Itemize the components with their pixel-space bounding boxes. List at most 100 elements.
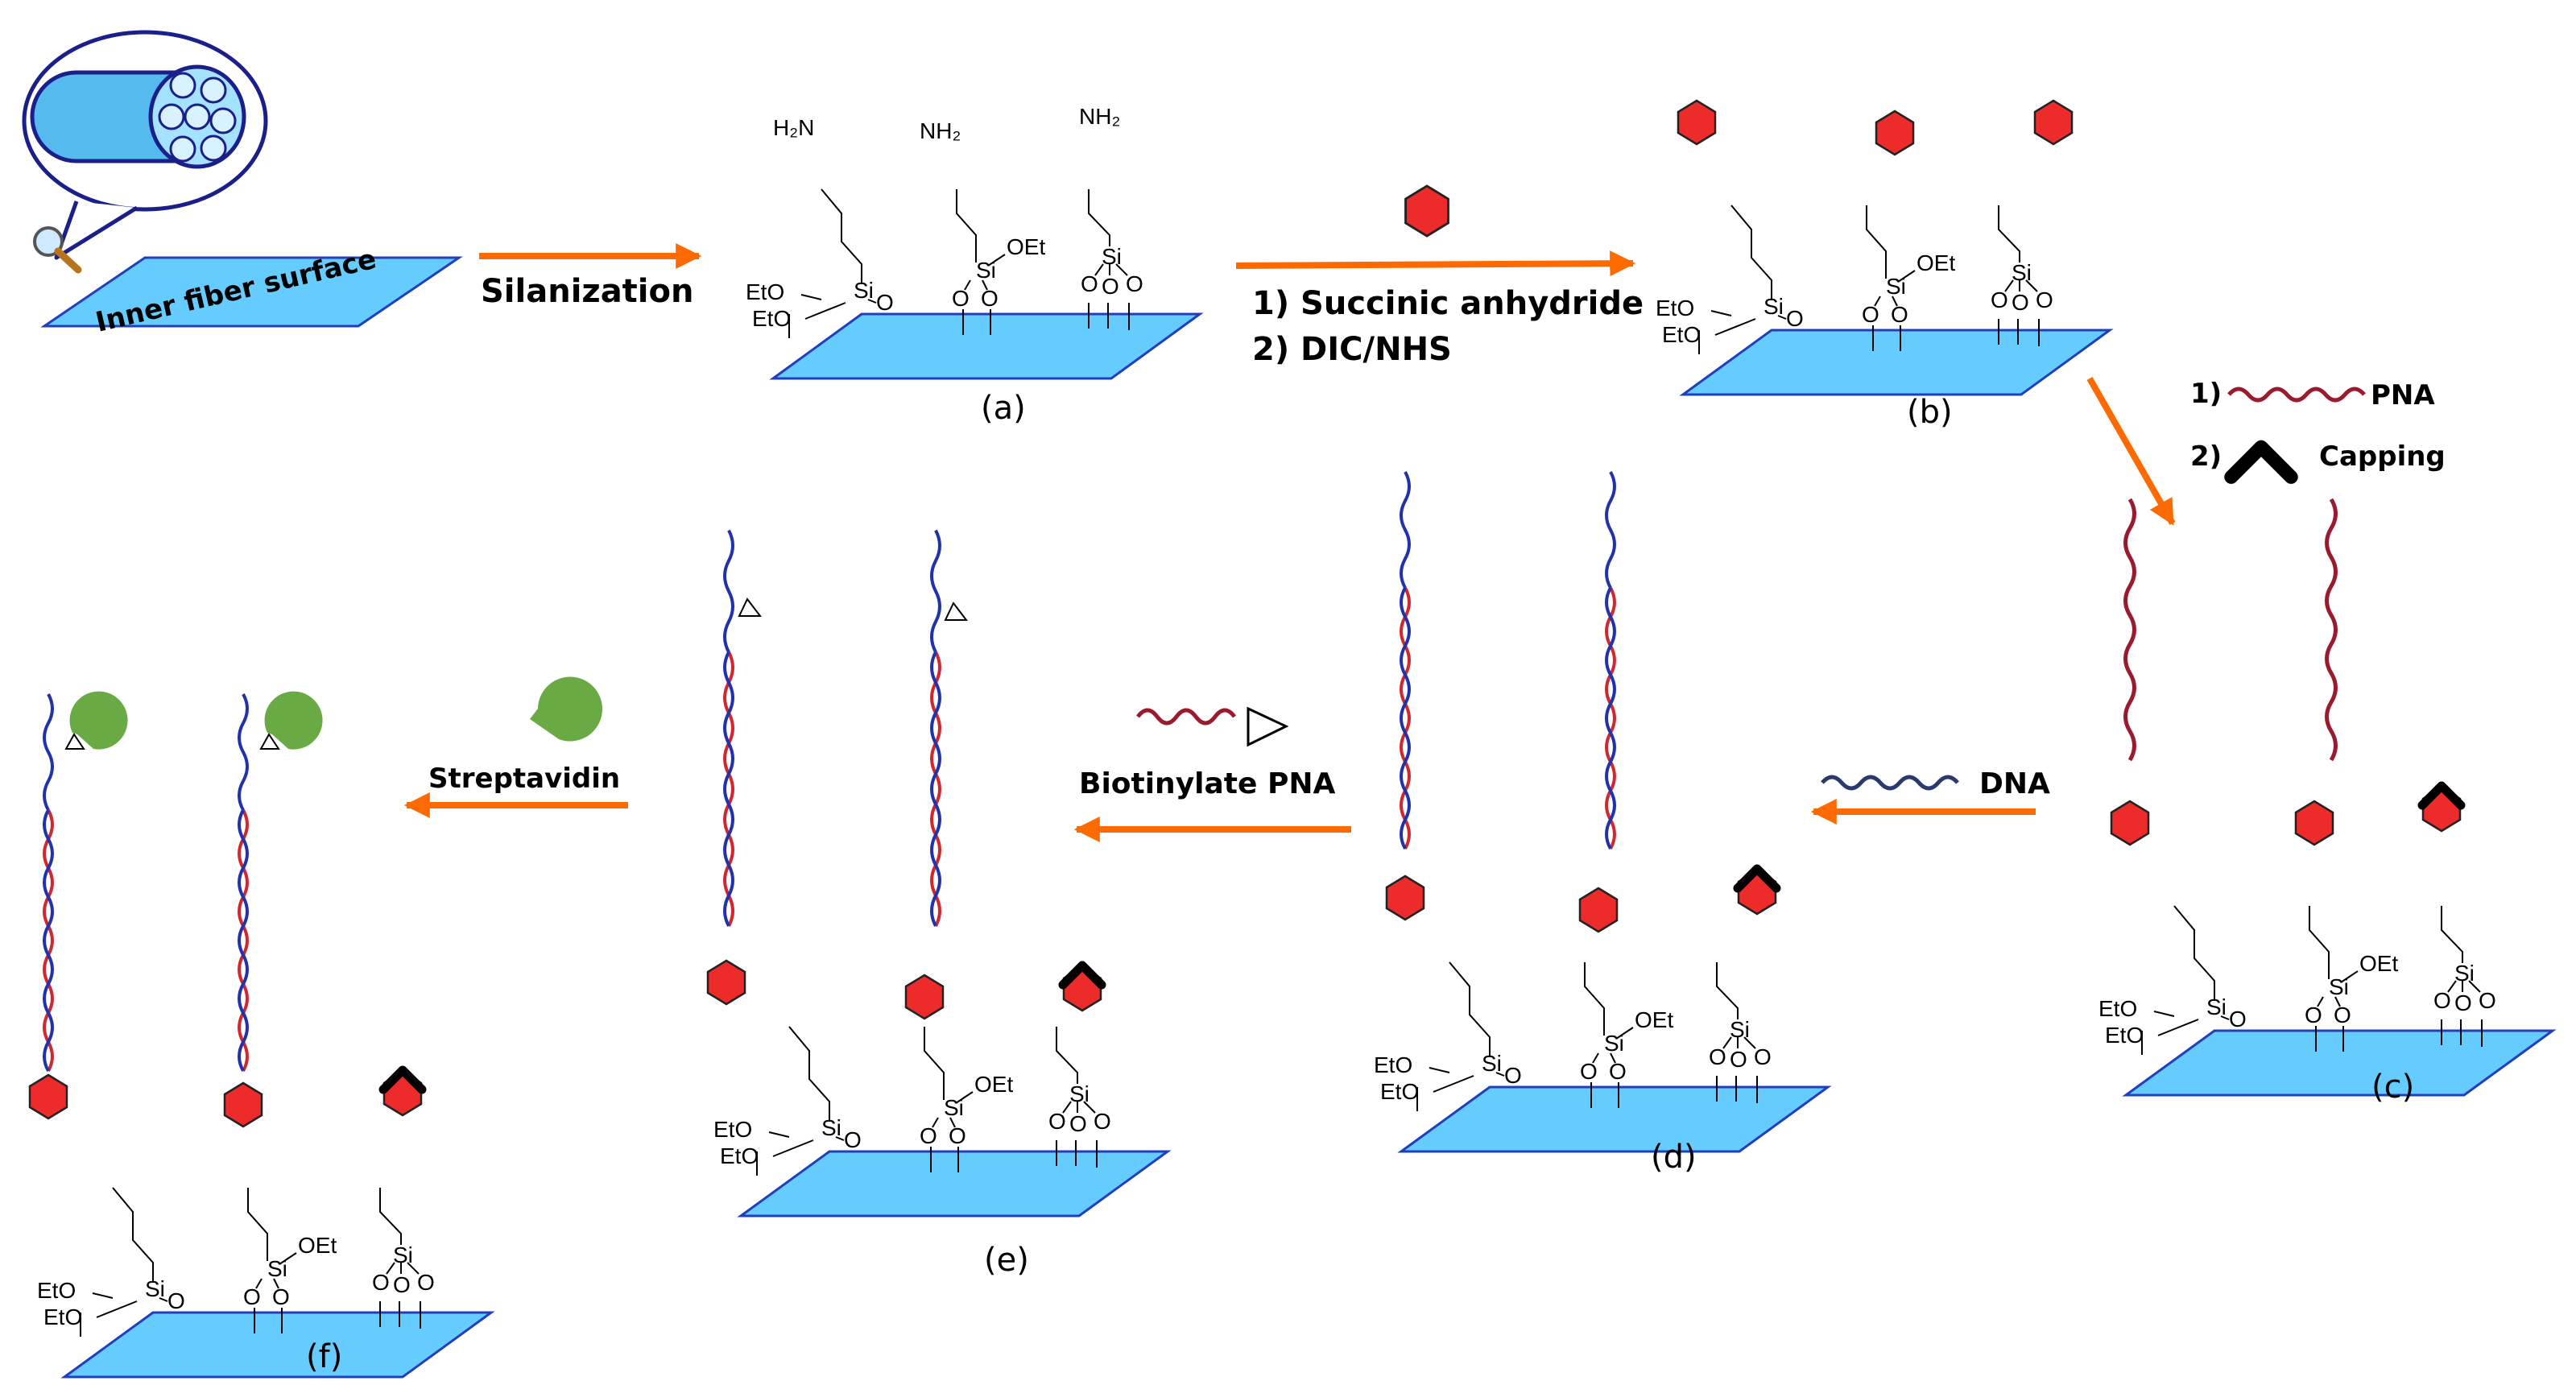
oxygen-atom: O [393, 1272, 411, 1297]
ethoxy-group: OEt [2359, 951, 2398, 976]
panel-f [43, 691, 323, 1073]
oxygen-atom: O [272, 1284, 290, 1309]
silicon-atom: Si [2329, 974, 2349, 999]
capping-chevron-icon [2231, 447, 2291, 477]
ethoxy-group: EtO [1662, 322, 1701, 347]
silicon-atom: Si [821, 1115, 841, 1140]
panel-d-surface: Si Si Si EtO EtO OEt O O O O O O [1374, 869, 1830, 1153]
panel-e-surface: Si Si Si EtO EtO OEt O O O O O O [706, 959, 1169, 1218]
oxygen-atom: O [952, 286, 970, 311]
silicon-atom: Si [2012, 260, 2032, 285]
oxygen-atom: O [1709, 1044, 1726, 1069]
oxygen-atom: O [1069, 1111, 1087, 1136]
panel-d [1400, 470, 1616, 850]
silicon-atom: Si [393, 1242, 413, 1267]
step-activation-1: 1) Succinic anhydride [1252, 285, 1644, 322]
oxygen-atom: O [1609, 1059, 1627, 1084]
oxygen-atom: O [2479, 988, 2496, 1013]
oxygen-atom: O [417, 1270, 435, 1295]
panel-e [725, 531, 969, 926]
fiber-icon [22, 30, 268, 260]
arrow-pna-capping [2086, 377, 2176, 526]
step-pna-label: PNA [2371, 379, 2435, 411]
panel-c [2126, 499, 2336, 760]
oxygen-atom: O [2454, 990, 2472, 1015]
oxygen-atom: O [2334, 1003, 2351, 1027]
oxygen-atom: O [2433, 988, 2451, 1013]
oxygen-atom: O [844, 1127, 862, 1152]
streptavidin-icon [530, 676, 602, 742]
activated-ester-hexagon-icon [1404, 184, 1449, 238]
oxygen-atom: O [2305, 1003, 2322, 1027]
oxygen-atom: O [2229, 1007, 2247, 1032]
oxygen-atom: O [1094, 1109, 1111, 1134]
inner-fiber-surface: Inner fiber surface [40, 243, 463, 339]
ethoxy-group: OEt [974, 1072, 1013, 1097]
panel-b-label: (b) [1907, 394, 1953, 431]
ethoxy-group: OEt [1635, 1007, 1673, 1032]
oxygen-atom: O [167, 1288, 185, 1313]
panel-e-label: (e) [984, 1242, 1029, 1279]
panel-f-label: (f) [306, 1338, 342, 1375]
silicon-atom: Si [1764, 294, 1784, 319]
ethoxy-group: OEt [298, 1233, 337, 1258]
ethoxy-group: EtO [752, 306, 791, 331]
step-silanization-label: Silanization [481, 273, 693, 310]
magnifier-icon [33, 226, 82, 274]
oxygen-atom: O [981, 286, 999, 311]
ethoxy-group: EtO [1656, 296, 1694, 320]
silicon-atom: Si [145, 1276, 165, 1301]
step-capping-label: Capping [2319, 440, 2446, 473]
panel-f-surface: Si Si Si EtO EtO OEt O O O O O O [28, 1070, 493, 1379]
silicon-atom: Si [1730, 1017, 1750, 1042]
step-capping-number: 2) [2190, 440, 2222, 473]
silicon-atom: Si [976, 258, 996, 283]
oxygen-atom: O [243, 1284, 261, 1309]
silicon-atom: Si [1886, 274, 1906, 299]
ethoxy-group: EtO [1374, 1052, 1412, 1077]
amine-group-2: NH₂ [920, 118, 961, 143]
pna-strand-icon [2227, 387, 2366, 403]
silicon-atom: Si [854, 278, 874, 303]
oxygen-atom: O [1504, 1063, 1522, 1088]
ethoxy-group: EtO [720, 1143, 759, 1168]
ethoxy-group: EtO [713, 1117, 752, 1142]
oxygen-atom: O [1048, 1109, 1066, 1134]
silicon-atom: Si [1102, 244, 1122, 269]
panel-a: H₂N NH₂ NH₂ Si Si Si EtO EtO OEt O O O O… [746, 104, 1201, 380]
silicon-atom: Si [2454, 961, 2475, 986]
oxygen-atom: O [1862, 302, 1879, 327]
oxygen-atom: O [1580, 1059, 1598, 1084]
panel-a-label: (a) [981, 390, 1026, 427]
silicon-atom: Si [944, 1095, 964, 1120]
ethoxy-group: EtO [37, 1278, 76, 1303]
dna-strand-icon [1821, 775, 1959, 791]
amine-group-1: H₂N [773, 115, 814, 140]
oxygen-atom: O [1754, 1044, 1772, 1069]
step-pna-number: 1) [2190, 378, 2222, 410]
oxygen-atom: O [1730, 1047, 1747, 1072]
ethoxy-group: EtO [43, 1304, 82, 1329]
oxygen-atom: O [2036, 287, 2053, 312]
ethoxy-group: OEt [1916, 250, 1955, 275]
panel-c-surface: Si Si Si EtO EtO OEt O O O O O O [2098, 786, 2554, 1097]
ethoxy-group: OEt [1007, 234, 1045, 259]
panel-c-label: (c) [2371, 1069, 2414, 1106]
silicon-atom: Si [2206, 994, 2227, 1019]
biotinylated-pna-icon [1136, 706, 1289, 747]
panel-b: Si Si Si EtO EtO OEt O O O O O O [1656, 99, 2111, 396]
step-dna-label: DNA [1979, 767, 2050, 800]
silicon-atom: Si [1604, 1031, 1624, 1056]
ethoxy-group: EtO [2105, 1023, 2144, 1048]
oxygen-atom: O [1786, 306, 1804, 331]
oxygen-atom: O [876, 290, 894, 315]
oxygen-atom: O [372, 1270, 390, 1295]
ethoxy-group: EtO [2098, 996, 2137, 1021]
oxygen-atom: O [2012, 290, 2029, 315]
oxygen-atom: O [1102, 274, 1119, 299]
arrow-activation [1235, 250, 1636, 277]
oxygen-atom: O [1081, 271, 1098, 296]
silicon-atom: Si [267, 1256, 287, 1281]
step-streptavidin-label: Streptavidin [428, 763, 620, 795]
